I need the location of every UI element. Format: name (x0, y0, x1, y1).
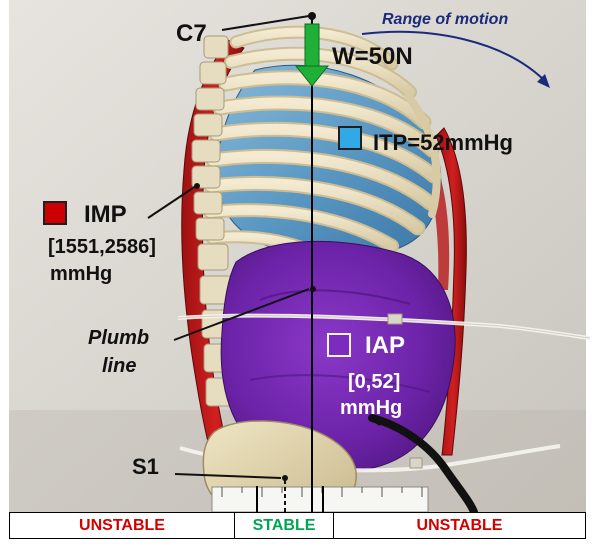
down-arrow-icon (294, 23, 330, 87)
unstable-zone-left: UNSTABLE (79, 516, 165, 534)
imp-leader-dot (194, 183, 200, 189)
plumb-line-top-dot (308, 12, 316, 20)
unstable-zone-right: UNSTABLE (416, 516, 503, 534)
itp-label: ITP=52mmHg (373, 130, 513, 155)
abdominal-balloon-fold (259, 289, 411, 305)
stability-zone-bar: UNSTABLE STABLE UNSTABLE (9, 512, 586, 539)
plumb-label-line2: line (102, 355, 137, 377)
front-muscle-strand-2 (422, 150, 450, 290)
front-muscle-strand (435, 127, 467, 456)
iap-title: IAP (365, 332, 406, 359)
imp-title: IMP (84, 201, 127, 228)
curved-arrow-icon (361, 30, 550, 88)
itp-swatch (338, 126, 362, 150)
imp-range: [1551,2586] (48, 236, 156, 258)
c7-label: C7 (176, 20, 207, 47)
plumb-line-mid-dot (310, 286, 316, 292)
pressure-tube (368, 414, 478, 516)
plumb-label-line1: Plumb (88, 327, 150, 349)
imp-unit: mmHg (50, 263, 113, 285)
range-of-motion-label: Range of motion (382, 11, 509, 28)
imp-swatch (43, 201, 67, 225)
s1-label: S1 (132, 454, 159, 479)
s1-dot (282, 475, 288, 481)
ruler (211, 486, 429, 513)
iap-unit: mmHg (340, 397, 403, 419)
load-label: W=50N (332, 43, 413, 70)
iap-range: [0,52] (348, 371, 401, 393)
leader-lines (147, 15, 381, 479)
iap-swatch (327, 333, 351, 357)
abdominal-balloon-fold-2 (249, 374, 431, 393)
stable-zone: STABLE (234, 513, 334, 538)
